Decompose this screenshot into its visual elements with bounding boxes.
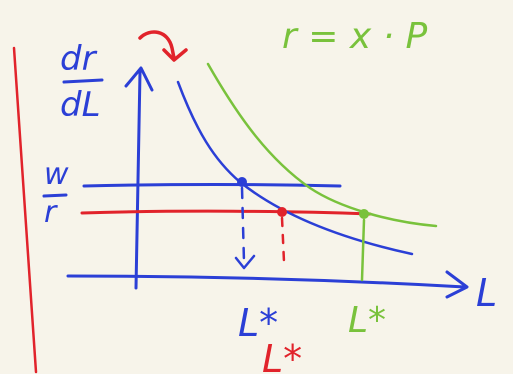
x-axis-label: L <box>476 271 497 315</box>
margin-line <box>12 46 38 374</box>
equation: r = x · P <box>282 16 427 57</box>
y-axis <box>134 70 142 290</box>
shift-arrow <box>138 30 176 60</box>
blue-drop-arrowhead <box>234 254 256 270</box>
blue-equilibrium-label: L* <box>238 301 278 345</box>
blue-drop-line <box>240 186 246 264</box>
wage-ratio-top: w <box>44 157 69 192</box>
red-equilibrium-point <box>277 207 287 217</box>
y-axis-label-bottom: dL <box>60 85 101 125</box>
x-axis-arrowhead <box>445 270 469 299</box>
blue-demand-curve <box>176 80 414 256</box>
y-axis-label-top: dr <box>60 39 98 79</box>
x-axis <box>66 274 467 289</box>
green-demand-curve <box>206 62 438 228</box>
green-drop-line <box>360 218 366 282</box>
wage-ratio-bottom: r <box>44 195 58 230</box>
green-equilibrium-point <box>359 209 369 219</box>
red-drop-line <box>280 216 286 264</box>
wage-ratio-fraction-bar <box>42 193 68 198</box>
green-equilibrium-label: L* <box>348 300 386 341</box>
blue-wage-line <box>82 183 342 188</box>
y-axis-label-fraction-bar <box>62 78 104 84</box>
blue-equilibrium-point <box>237 177 247 187</box>
red-equilibrium-label: L* <box>262 337 302 374</box>
y-axis-arrowhead <box>124 66 154 92</box>
shift-arrowhead <box>162 48 188 62</box>
red-wage-line <box>80 209 372 216</box>
